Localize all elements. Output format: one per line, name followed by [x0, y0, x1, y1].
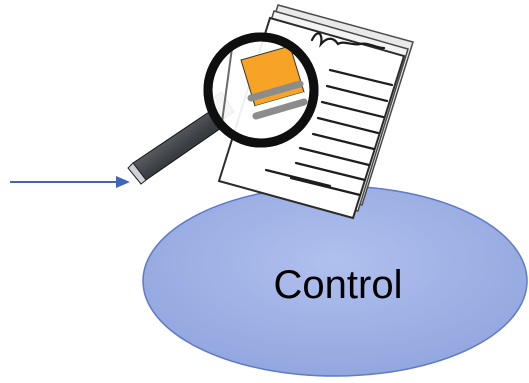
control-node: Control [142, 185, 528, 377]
input-arrow [10, 176, 130, 188]
control-label: Control [274, 263, 403, 307]
document-magnifier-icon [127, 4, 414, 220]
magnifier-lens-icon [203, 32, 319, 148]
